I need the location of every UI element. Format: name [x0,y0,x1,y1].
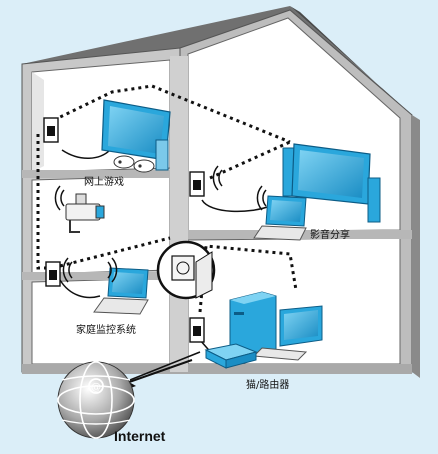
svg-text:@: @ [91,382,101,393]
label-av-share: 影音分享 [310,230,350,241]
gamepad-icon [113,155,155,173]
modem-icon [204,343,258,369]
label-home-monitoring: 家庭监控系统 [76,325,136,336]
label-gaming: 网上游戏 [84,177,124,188]
desktop-pc-icon [229,291,323,361]
tv-icon [101,99,171,171]
label-internet: Internet [114,428,166,444]
camera-icon [65,193,105,233]
network-lines [36,84,298,313]
tv-icon [282,143,381,223]
laptop-icon [253,195,307,241]
wifi-icon [54,165,267,283]
socket-icon [156,240,216,300]
house-walls [21,9,420,378]
globe-icon: @ [57,361,135,439]
powerline-adapter-icon [43,117,205,343]
label-router: 猫/路由器 [246,380,290,391]
laptop-icon [93,267,149,315]
